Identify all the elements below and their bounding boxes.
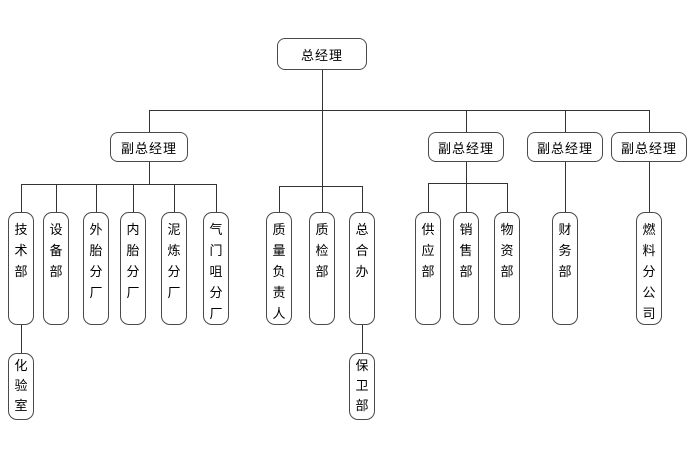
node-deputy-gm-1: 副总经理: [110, 132, 188, 162]
node-quality-inspection-dept: 质检部: [309, 212, 335, 325]
connector-deputy1-stem: [149, 162, 150, 184]
node-general-office: 总合办: [349, 212, 375, 325]
node-sales-dept: 销售部: [453, 212, 479, 325]
connector-drop-valve: [216, 184, 217, 212]
connector-drop-sales-dept: [466, 183, 467, 212]
node-inner-tube-branch: 内胎分厂: [120, 212, 146, 325]
connector-drop-general-office: [362, 186, 363, 212]
connector-drop-outer-tire: [96, 184, 97, 212]
node-outer-tire-branch: 外胎分厂: [83, 212, 109, 325]
node-fuel-branch-company: 燃料分公司: [636, 212, 662, 325]
node-laboratory: 化验室: [8, 353, 34, 420]
connector-level2-rail: [149, 110, 650, 111]
connector-drop-quality-manager: [279, 186, 280, 212]
connector-drop-deputy1: [149, 110, 150, 132]
connector-laboratory-stem: [21, 325, 22, 353]
connector-group1-rail: [21, 184, 217, 185]
node-quality-manager: 质量负责人: [266, 212, 292, 325]
node-materials-dept: 物资部: [494, 212, 520, 325]
connector-security-stem: [362, 325, 363, 353]
connector-drop-materials-dept: [507, 183, 508, 212]
node-mixing-branch: 泥炼分厂: [161, 212, 187, 325]
node-finance-dept: 财务部: [552, 212, 578, 325]
node-equipment-dept: 设备部: [43, 212, 69, 325]
connector-drop-inner-tube: [133, 184, 134, 212]
connector-deputy2-stem: [466, 162, 467, 183]
connector-drop-tech-dept: [21, 184, 22, 212]
node-general-manager: 总经理: [277, 38, 367, 70]
connector-deputy4-stem: [649, 162, 650, 212]
node-deputy-gm-2: 副总经理: [428, 132, 504, 162]
connector-drop-deputy3: [565, 110, 566, 132]
connector-group2-rail: [428, 183, 508, 184]
node-valve-nozzle-branch: 气门咀分厂: [203, 212, 229, 325]
node-tech-dept: 技术部: [8, 212, 34, 325]
connector-drop-deputy4: [649, 110, 650, 132]
connector-drop-mixing: [174, 184, 175, 212]
node-security-dept: 保卫部: [349, 353, 375, 420]
connector-drop-equipment-dept: [56, 184, 57, 212]
connector-drop-supply-dept: [428, 183, 429, 212]
node-deputy-gm-3: 副总经理: [527, 132, 603, 162]
node-deputy-gm-4: 副总经理: [611, 132, 687, 162]
connector-deputy3-stem: [565, 162, 566, 212]
connector-root-stem: [322, 70, 323, 212]
connector-middle-rail: [279, 186, 363, 187]
connector-drop-deputy2: [466, 110, 467, 132]
node-supply-dept: 供应部: [415, 212, 441, 325]
